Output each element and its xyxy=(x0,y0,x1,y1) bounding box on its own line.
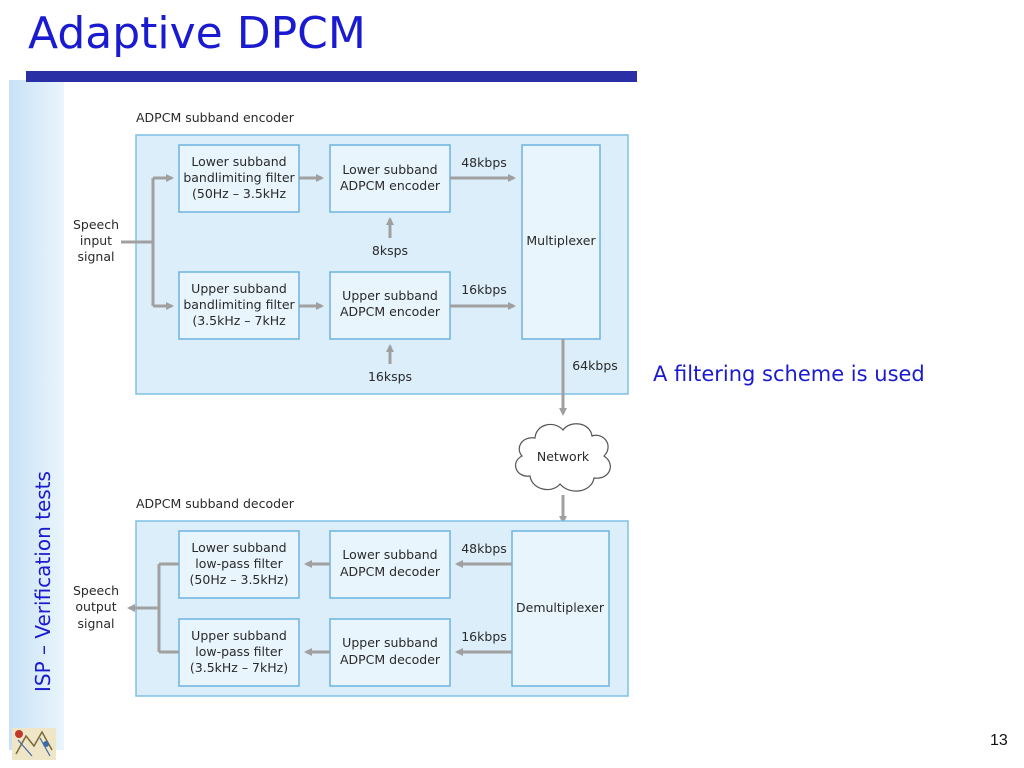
svg-text:bandlimiting filter: bandlimiting filter xyxy=(183,170,295,185)
slide-title: Adaptive DPCM xyxy=(28,8,366,59)
encoder-to-mux-arrows xyxy=(450,174,516,310)
svg-text:Upper subband: Upper subband xyxy=(342,635,438,650)
demux-to-decoder-arrows xyxy=(455,560,512,656)
decoder-upper-bitrate: 16kbps xyxy=(461,629,507,644)
encoder-heading: ADPCM subband encoder xyxy=(136,110,295,125)
svg-text:(50Hz – 3.5kHz: (50Hz – 3.5kHz xyxy=(192,186,286,201)
decoder-to-filter-arrows xyxy=(304,560,330,656)
lower-sampling-rate: 8ksps xyxy=(372,243,408,258)
output-merge-arrows xyxy=(127,562,179,654)
svg-text:Demultiplexer: Demultiplexer xyxy=(516,600,605,615)
upper-adpcm-encoder: Upper subband ADPCM encoder xyxy=(329,271,451,340)
svg-text:bandlimiting filter: bandlimiting filter xyxy=(183,297,295,312)
input-split-arrows xyxy=(121,174,174,310)
lower-lowpass-filter: Lower subband low-pass filter (50Hz – 3.… xyxy=(178,530,300,599)
svg-text:ADPCM decoder: ADPCM decoder xyxy=(340,652,441,667)
svg-text:Speech: Speech xyxy=(73,583,119,598)
speech-output-label: Speech output signal xyxy=(73,583,119,631)
lower-adpcm-encoder: Lower subband ADPCM encoder xyxy=(329,144,451,213)
svg-text:signal: signal xyxy=(78,249,115,264)
svg-text:Multiplexer: Multiplexer xyxy=(526,233,596,248)
svg-text:low-pass filter: low-pass filter xyxy=(195,644,283,659)
svg-text:(3.5kHz – 7kHz): (3.5kHz – 7kHz) xyxy=(190,660,288,675)
lower-adpcm-decoder: Lower subband ADPCM decoder xyxy=(329,530,451,599)
lower-bandlimiting-filter: Lower subband bandlimiting filter (50Hz … xyxy=(178,144,300,213)
filter-to-encoder-arrows xyxy=(299,174,324,310)
upper-adpcm-decoder: Upper subband ADPCM decoder xyxy=(329,618,451,687)
svg-text:Speech: Speech xyxy=(73,217,119,232)
svg-text:ADPCM encoder: ADPCM encoder xyxy=(340,304,441,319)
svg-text:Upper subband: Upper subband xyxy=(342,288,438,303)
decoder-lower-bitrate: 48kbps xyxy=(461,541,507,556)
svg-text:Lower subband: Lower subband xyxy=(342,547,437,562)
multiplexer: Multiplexer xyxy=(521,144,601,340)
svg-text:input: input xyxy=(80,233,112,248)
upper-lowpass-filter: Upper subband low-pass filter (3.5kHz – … xyxy=(178,618,300,687)
lower-bitrate: 48kbps xyxy=(461,155,507,170)
svg-text:signal: signal xyxy=(78,616,115,631)
note-text: A filtering scheme is used xyxy=(653,362,925,386)
title-rule xyxy=(26,71,637,82)
svg-text:Lower subband: Lower subband xyxy=(191,154,286,169)
svg-text:low-pass filter: low-pass filter xyxy=(195,556,283,571)
svg-text:Lower subband: Lower subband xyxy=(191,540,286,555)
output-bitrate: 64kbps xyxy=(572,358,618,373)
svg-text:ADPCM encoder: ADPCM encoder xyxy=(340,178,441,193)
svg-text:(3.5kHz – 7kHz: (3.5kHz – 7kHz xyxy=(192,313,286,328)
decoder-heading: ADPCM subband decoder xyxy=(136,496,295,511)
upper-sampling-rate: 16ksps xyxy=(368,369,412,384)
upper-bandlimiting-filter: Upper subband bandlimiting filter (3.5kH… xyxy=(178,271,300,340)
network-cloud: Network xyxy=(514,423,611,492)
side-band xyxy=(9,80,64,750)
svg-text:Upper subband: Upper subband xyxy=(191,628,287,643)
demultiplexer: Demultiplexer xyxy=(511,530,610,687)
logo-icon xyxy=(12,728,56,760)
svg-text:Lower subband: Lower subband xyxy=(342,162,437,177)
upper-bitrate: 16kbps xyxy=(461,282,507,297)
page-number: 13 xyxy=(990,732,1008,749)
svg-text:Upper subband: Upper subband xyxy=(191,281,287,296)
svg-text:Network: Network xyxy=(537,449,590,464)
svg-text:output: output xyxy=(75,599,116,614)
speech-input-label: Speech input signal xyxy=(73,217,119,264)
svg-text:(50Hz – 3.5kHz): (50Hz – 3.5kHz) xyxy=(190,572,289,587)
svg-text:ADPCM decoder: ADPCM decoder xyxy=(340,564,441,579)
